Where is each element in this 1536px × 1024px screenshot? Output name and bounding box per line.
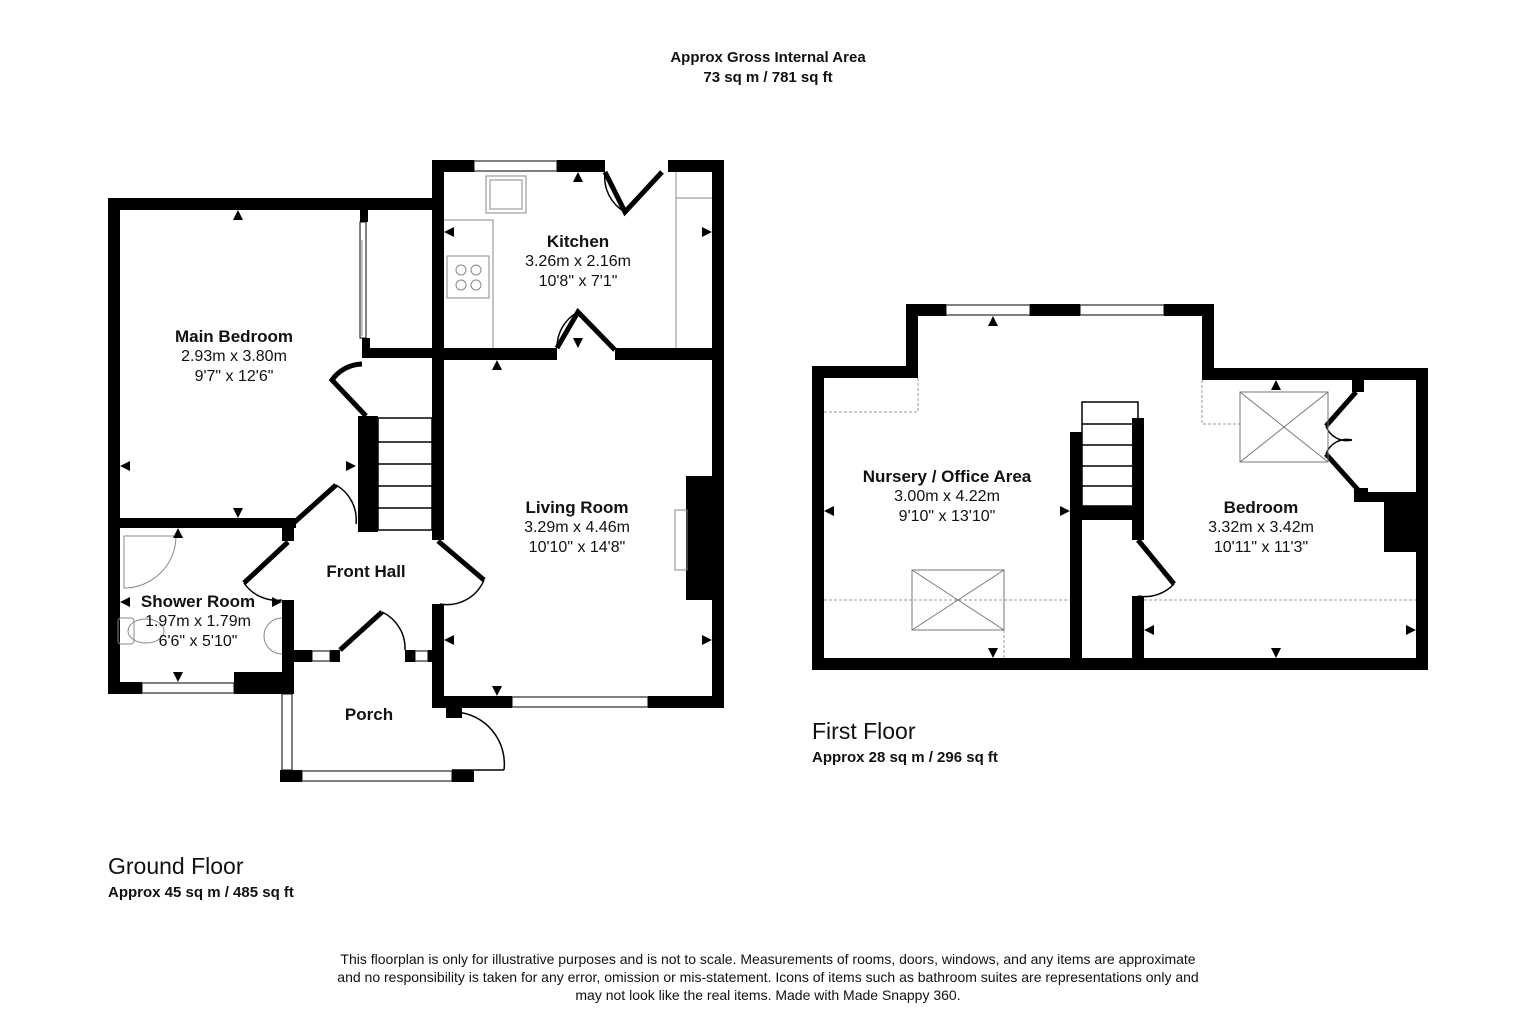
room-imperial: 9'10" x 13'10" [898, 508, 996, 525]
room-nursery-office: Nursery / Office Area 3.00m x 4.22m 9'10… [863, 467, 1032, 527]
first-floor-skylights [911, 391, 1329, 631]
ground-floor-windows [141, 160, 649, 782]
room-imperial: 6'6" x 5'10" [158, 633, 238, 650]
ground-floor-plan [108, 160, 724, 782]
first-floor-doors [1136, 390, 1362, 598]
first-floor-stairs [1081, 401, 1139, 507]
room-metric: 3.29m x 4.46m [524, 519, 630, 536]
ground-floor-dimension-arrows [120, 172, 712, 696]
room-imperial: 9'7" x 12'6" [194, 368, 274, 385]
disclaimer: This floorplan is only for illustrative … [270, 950, 1266, 1004]
room-kitchen: Kitchen 3.26m x 2.16m 10'8" x 7'1" [525, 232, 631, 292]
gross-area-title: Approx Gross Internal Area [670, 49, 866, 66]
room-name: Porch [344, 705, 394, 724]
room-imperial: 10'11" x 11'3" [1213, 539, 1309, 556]
ground-floor-stairs [377, 417, 433, 531]
gross-area-header: Approx Gross Internal Area 73 sq m / 781… [0, 48, 1536, 88]
room-bedroom: Bedroom 3.32m x 3.42m 10'11" x 11'3" [1208, 498, 1314, 558]
room-name: Bedroom [1223, 498, 1299, 517]
room-imperial: 10'10" x 14'8" [528, 539, 626, 556]
ground-floor-fixtures [117, 172, 712, 655]
room-metric: 3.00m x 4.22m [894, 488, 1000, 505]
room-metric: 1.97m x 1.79m [145, 613, 251, 630]
room-metric: 2.93m x 3.80m [181, 348, 287, 365]
room-shower-room: Shower Room 1.97m x 1.79m 6'6" x 5'10" [141, 592, 255, 652]
ground-floor-title: Ground Floor [108, 853, 244, 879]
first-floor-walls [812, 304, 1428, 670]
room-name: Main Bedroom [174, 327, 294, 346]
room-main-bedroom: Main Bedroom 2.93m x 3.80m 9'7" x 12'6" [175, 327, 293, 387]
ground-floor-walls [108, 160, 724, 782]
first-floor-windows [945, 304, 1165, 316]
ground-floor-caption: Ground Floor Approx 45 sq m / 485 sq ft [108, 853, 294, 903]
room-front-hall: Front Hall [326, 562, 405, 582]
room-metric: 3.32m x 3.42m [1208, 519, 1314, 536]
first-floor-title: First Floor [812, 718, 916, 744]
room-name: Living Room [525, 498, 629, 517]
disclaimer-line-2: and no responsibility is taken for any e… [337, 969, 1199, 985]
ground-floor-doors [242, 170, 664, 771]
first-floor-caption: First Floor Approx 28 sq m / 296 sq ft [812, 718, 998, 768]
room-porch: Porch [345, 705, 393, 725]
room-name: Front Hall [326, 562, 406, 581]
ground-floor-area: Approx 45 sq m / 485 sq ft [108, 884, 294, 901]
first-floor-eaves-lines [824, 378, 1416, 658]
disclaimer-line-1: This floorplan is only for illustrative … [340, 951, 1196, 967]
room-living-room: Living Room 3.29m x 4.46m 10'10" x 14'8" [524, 498, 630, 558]
first-floor-dimension-arrows [824, 316, 1416, 658]
room-name: Shower Room [140, 592, 256, 611]
first-floor-area: Approx 28 sq m / 296 sq ft [812, 749, 998, 766]
room-name: Nursery / Office Area [862, 467, 1032, 486]
first-floor-plan [812, 304, 1428, 670]
disclaimer-line-3: may not look like the real items. Made w… [575, 987, 961, 1003]
room-imperial: 10'8" x 7'1" [538, 273, 618, 290]
room-metric: 3.26m x 2.16m [525, 253, 631, 270]
gross-area-value: 73 sq m / 781 sq ft [703, 69, 833, 86]
room-name: Kitchen [546, 232, 610, 251]
